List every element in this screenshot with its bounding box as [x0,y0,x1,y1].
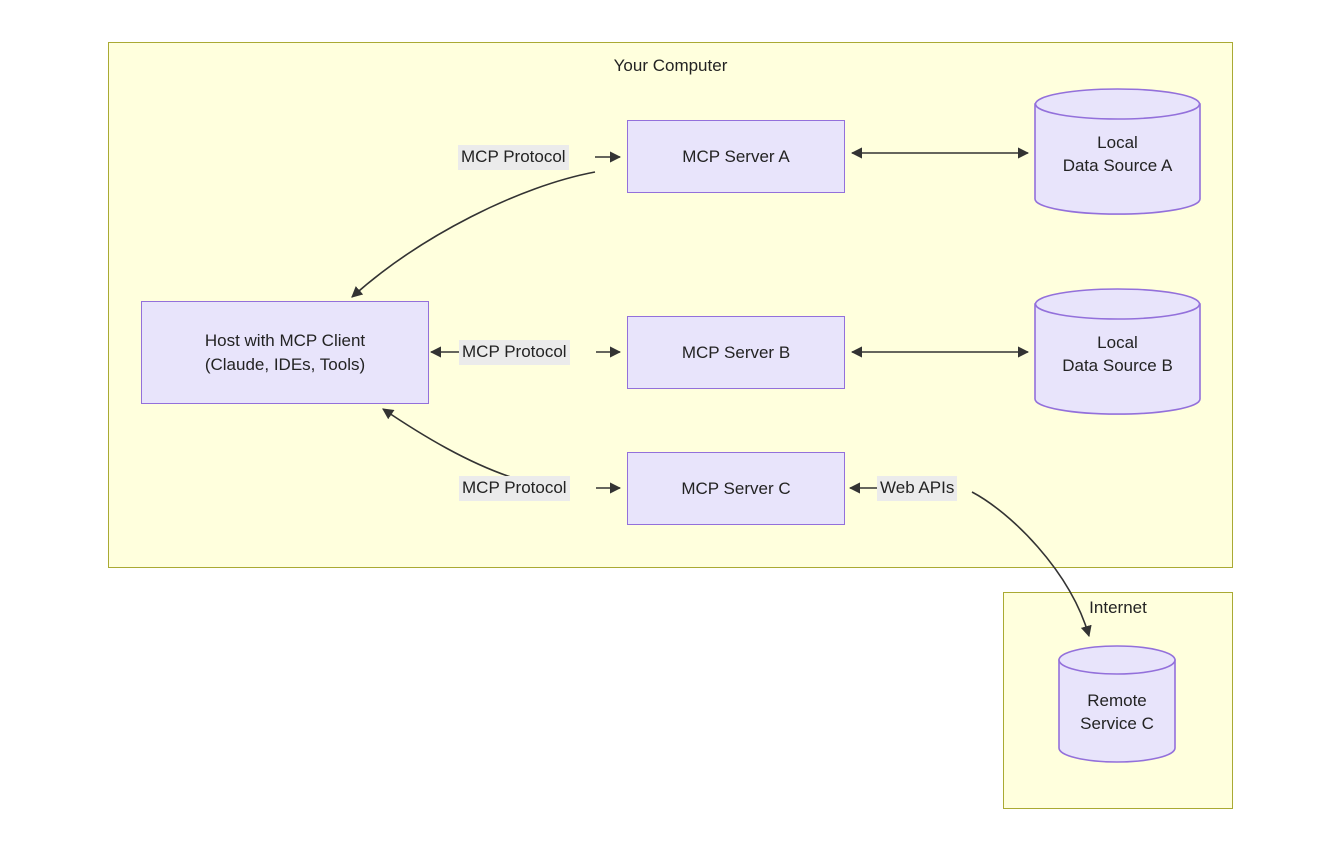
node-mcp-server-c-label: MCP Server C [681,478,791,498]
node-mcp-server-b-label: MCP Server B [681,342,791,362]
edge-label-mcp-protocol-c: MCP Protocol [459,476,570,502]
cylinder-shape-b [1034,288,1201,415]
edge-host-to-protocol-c [382,408,521,481]
node-local-data-source-a[interactable]: Local Data Source A [1034,88,1201,215]
node-mcp-server-a-label: MCP Server A [682,146,790,166]
node-local-data-source-b[interactable]: Local Data Source B [1034,288,1201,415]
node-mcp-server-b[interactable]: MCP Server B [627,316,845,389]
edge-host-to-protocol-a [351,171,596,298]
edge-label-mcp-protocol-a: MCP Protocol [458,145,569,171]
edge-label-mcp-protocol-b: MCP Protocol [459,340,570,366]
node-host-with-mcp-client[interactable]: Host with MCP Client (Claude, IDEs, Tool… [141,301,429,404]
container-your-computer-label: Your Computer [613,56,728,75]
container-internet-label: Internet [1089,598,1147,617]
cylinder-shape-a [1034,88,1201,215]
node-host-line-1: Host with MCP Client [204,331,366,351]
node-mcp-server-a[interactable]: MCP Server A [627,120,845,193]
edge-label-web-apis: Web APIs [877,476,958,502]
cylinder-shape-remote-c [1058,645,1176,763]
edge-web-apis-to-remote-c [971,491,1092,638]
node-remote-service-c[interactable]: Remote Service C [1058,645,1176,763]
node-host-line-2: (Claude, IDEs, Tools) [204,354,366,374]
node-mcp-server-c[interactable]: MCP Server C [627,452,845,525]
